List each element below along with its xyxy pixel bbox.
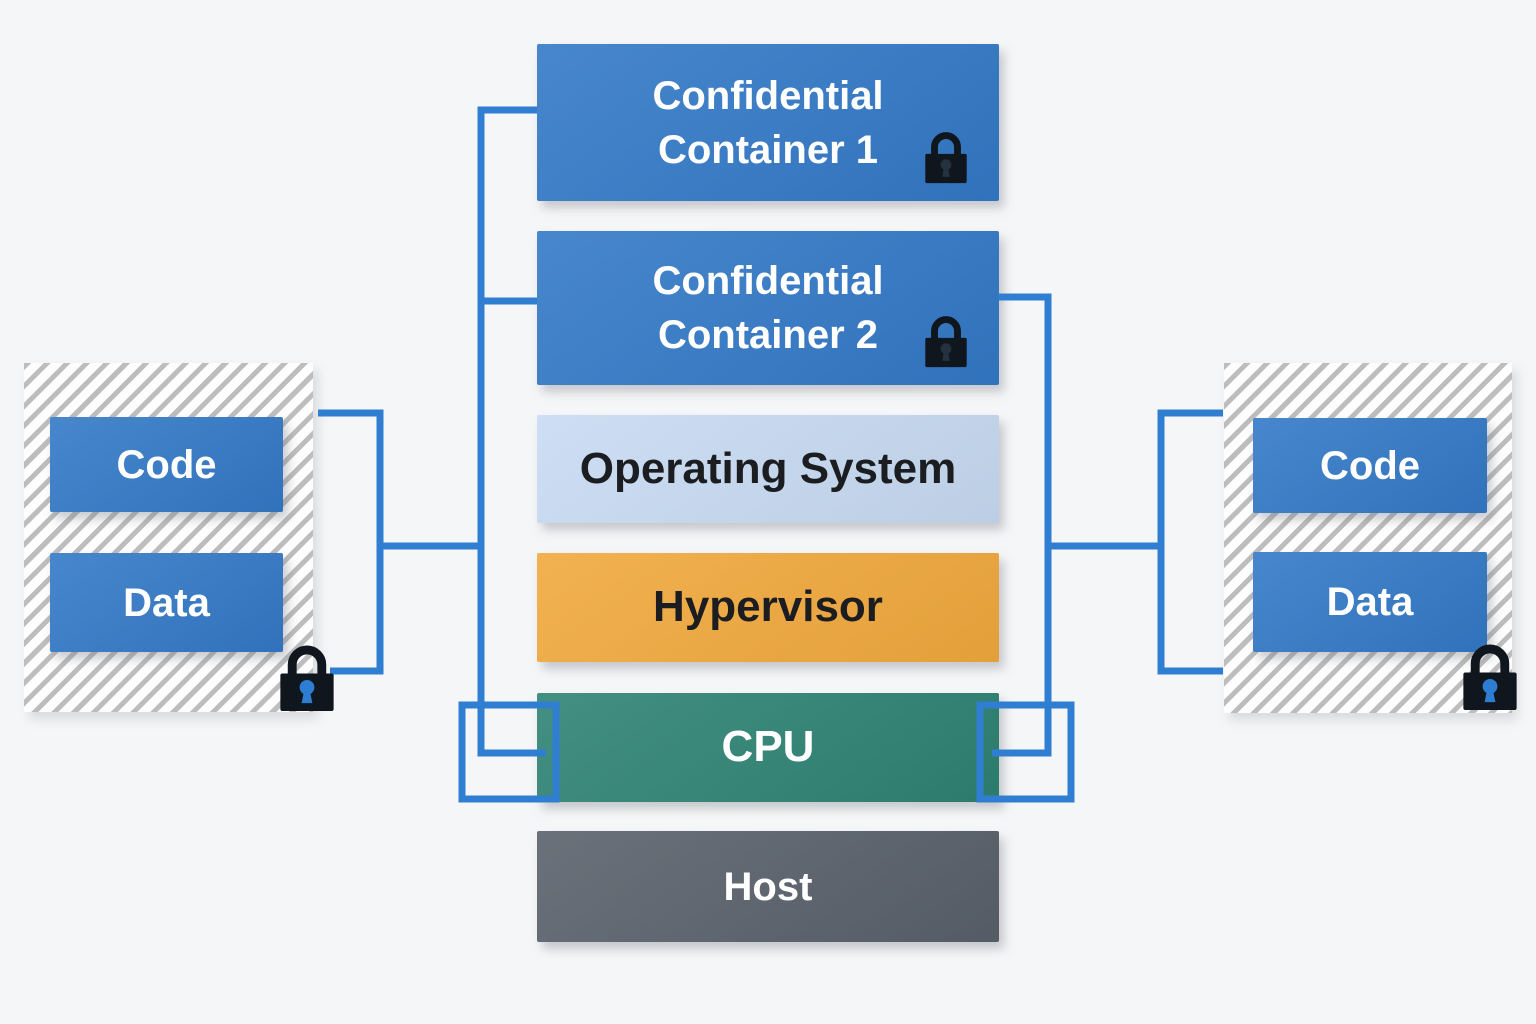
- lock-icon: [925, 132, 967, 184]
- left-hatched-zone: [24, 363, 313, 712]
- cpu-label: CPU: [721, 722, 815, 772]
- operating-system-box: Operating System: [537, 415, 999, 523]
- left-code-box: Code: [50, 417, 283, 512]
- right-code-box: Code: [1253, 418, 1487, 513]
- lock-icon: [280, 645, 334, 712]
- lock-icon: [1463, 644, 1517, 711]
- hypervisor-box: Hypervisor: [537, 553, 999, 662]
- left-code-label: Code: [116, 442, 217, 487]
- lock-icon: [925, 316, 967, 368]
- right-data-label: Data: [1326, 580, 1414, 624]
- left-data-label: Data: [123, 580, 210, 625]
- confidential-container-1-label: Confidential Container 1: [652, 73, 884, 172]
- confidential-container-2-label: Confidential Container 2: [652, 259, 884, 357]
- right-code-label: Code: [1320, 443, 1420, 488]
- confidential-container-1-box: Confidential Container 1: [537, 44, 999, 201]
- operating-system-label: Operating System: [579, 443, 957, 493]
- left-data-box: Data: [50, 553, 283, 652]
- host-box: Host: [537, 831, 999, 942]
- hypervisor-label: Hypervisor: [653, 582, 883, 632]
- cpu-box: CPU: [537, 693, 999, 802]
- confidential-container-2-box: Confidential Container 2: [537, 231, 999, 385]
- host-label: Host: [723, 864, 813, 909]
- right-data-box: Data: [1253, 552, 1487, 652]
